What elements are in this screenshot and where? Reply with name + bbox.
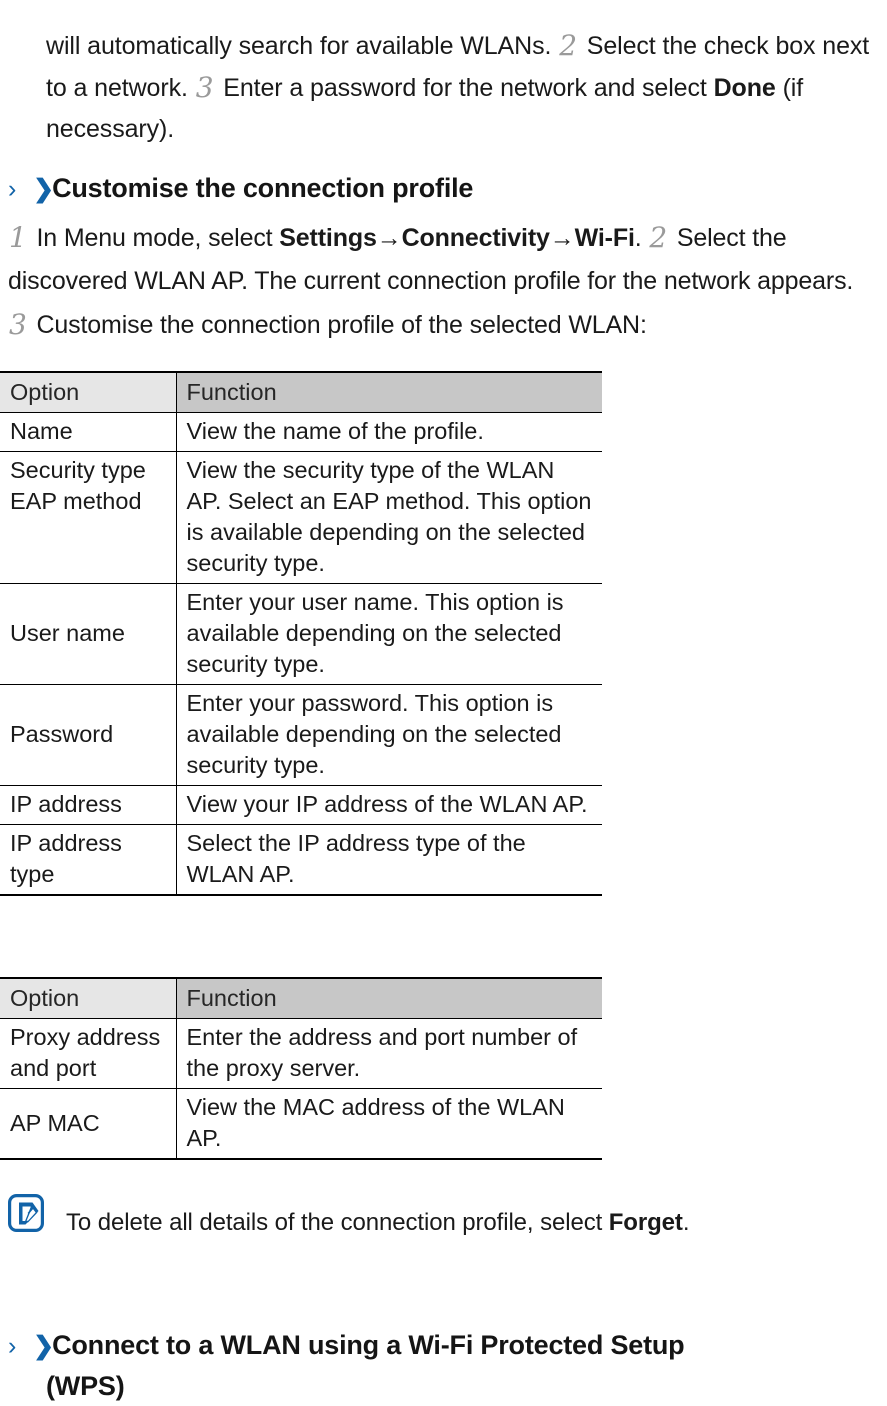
table-connection-profile-options: Option Function Name View the name of th… (0, 371, 602, 896)
intro-segment-1: will automatically search for available … (46, 32, 552, 60)
intro-segment-2: Select the check box next to a network. (46, 32, 870, 102)
body-paragraph-steps: 1 In Menu mode, select Settings→Connecti… (8, 216, 878, 347)
cell-function: Enter your password. This option is avai… (176, 684, 602, 786)
cell-function: Enter your user name. This option is ava… (176, 583, 602, 685)
cell-function: View the security type of the WLAN AP. S… (176, 451, 602, 584)
cell-function: Select the IP address type of the WLAN A… (176, 824, 602, 896)
chevron-right-bold-icon: ❯ (33, 175, 54, 204)
menu-path-settings: Settings (279, 224, 377, 252)
heading-customise-connection-profile: › ❯Customise the connection profile (8, 168, 868, 209)
table-row: User name Enter your user name. This opt… (0, 583, 602, 685)
table-row: AP MAC View the MAC address of the WLAN … (0, 1088, 602, 1160)
heading-customise-text: Customise the connection profile (52, 173, 474, 204)
step-number-2: 2 (559, 29, 577, 62)
column-header-option: Option (0, 977, 177, 1019)
cell-option: IP address type (0, 824, 177, 896)
step-number-2b: 2 (649, 221, 668, 254)
note-bold-forget: Forget (608, 1209, 683, 1236)
table-header-row: Option Function (0, 371, 602, 413)
note-text-after: . (682, 1209, 690, 1236)
intro-paragraph: will automatically search for available … (46, 25, 876, 150)
heading-connect-wlan-wps: › ❯Connect to a WLAN using a Wi-Fi Protec… (8, 1325, 878, 1406)
menu-path-wifi: Wi-Fi (574, 224, 635, 252)
chevron-right-thin-icon: › (8, 175, 17, 204)
intro-bold-done: Done (713, 74, 776, 102)
table-row: Security type EAP method View the securi… (0, 451, 602, 584)
step-number-1: 1 (9, 221, 27, 254)
table-row: IP address type Select the IP address ty… (0, 824, 602, 896)
table-header-row: Option Function (0, 977, 602, 1019)
intro-segment-3: Enter a password for the network and sel… (223, 74, 707, 102)
intro-segment-4: (if necessary). (46, 74, 804, 143)
column-header-function: Function (176, 977, 602, 1019)
cell-option: Proxy address and port (0, 1018, 177, 1089)
cell-function: View the MAC address of the WLAN AP. (176, 1088, 602, 1160)
menu-path-connectivity: Connectivity (401, 224, 550, 252)
note-text: To delete all details of the connection … (66, 1186, 689, 1240)
table-row: Name View the name of the profile. (0, 412, 602, 452)
arrow-right-icon-2: → (549, 224, 575, 252)
table-row: IP address View your IP address of the W… (0, 785, 602, 825)
body-segment-1: In Menu mode, select (36, 224, 273, 252)
body-segment-4: Customise the connection profile of the … (36, 311, 647, 339)
note-pen-icon (8, 1194, 44, 1232)
cell-option: AP MAC (0, 1088, 177, 1160)
cell-option: Security type EAP method (0, 451, 177, 584)
cell-option: Password (0, 684, 177, 786)
column-header-function: Function (176, 371, 602, 413)
cell-option: User name (0, 583, 177, 685)
chevron-right-thin-icon: › (8, 1332, 17, 1361)
cell-function: View your IP address of the WLAN AP. (176, 785, 602, 825)
arrow-right-icon-1: → (376, 224, 402, 252)
note-text-before: To delete all details of the connection … (66, 1209, 603, 1236)
heading-wps-line-2: (WPS) (46, 1371, 125, 1402)
note-block: To delete all details of the connection … (8, 1186, 868, 1240)
table-row: Proxy address and port Enter the address… (0, 1018, 602, 1089)
column-header-option: Option (0, 371, 177, 413)
table-row: Password Enter your password. This optio… (0, 684, 602, 786)
table-proxy-options: Option Function Proxy address and port E… (0, 977, 602, 1160)
heading-wps-line-1: Connect to a WLAN using a Wi-Fi Protecte… (52, 1330, 685, 1361)
chevron-right-bold-icon: ❯ (33, 1332, 54, 1361)
cell-function: View the name of the profile. (176, 412, 602, 452)
step-number-3: 3 (195, 71, 214, 104)
cell-option: Name (0, 412, 177, 452)
body-segment-2: . (634, 224, 642, 252)
step-number-3b: 3 (9, 308, 27, 341)
body-segment-3: Select the discovered WLAN AP. The curre… (8, 224, 854, 295)
cell-function: Enter the address and port number of the… (176, 1018, 602, 1089)
cell-option: IP address (0, 785, 177, 825)
